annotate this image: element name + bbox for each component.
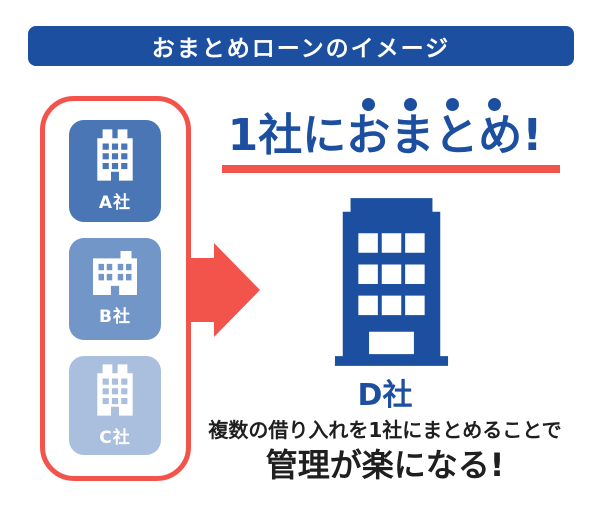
building-large-icon [333,198,450,370]
emphasis-dot [362,98,375,111]
building-tall-icon [92,363,138,420]
emphasis-dot [488,98,501,111]
caption-line1: 複数の借り入れを1社にまとめることで [208,418,562,442]
building-tall-icon [92,129,138,185]
title-banner: おまとめローンのイメージ [28,26,574,66]
emphasis-dot [404,98,417,111]
right-arrow-icon [188,243,260,337]
company-card-b: B社 [69,238,161,340]
company-b-label: B社 [99,307,131,327]
emphasis-dots [362,98,501,111]
page-title: おまとめローンのイメージ [151,36,451,62]
emphasis-dot [446,98,459,111]
consolidation-headline: 1社におまとめ! [227,110,543,161]
company-a-label: A社 [98,193,132,213]
company-card-a: A社 [69,120,161,222]
company-card-c: C社 [69,356,161,455]
caption-line2: 管理が楽になる! [265,446,505,484]
building-wide-icon [89,251,141,299]
company-c-label: C社 [99,427,131,448]
company-d-label: D社 [357,378,413,413]
headline-underline [222,165,560,173]
